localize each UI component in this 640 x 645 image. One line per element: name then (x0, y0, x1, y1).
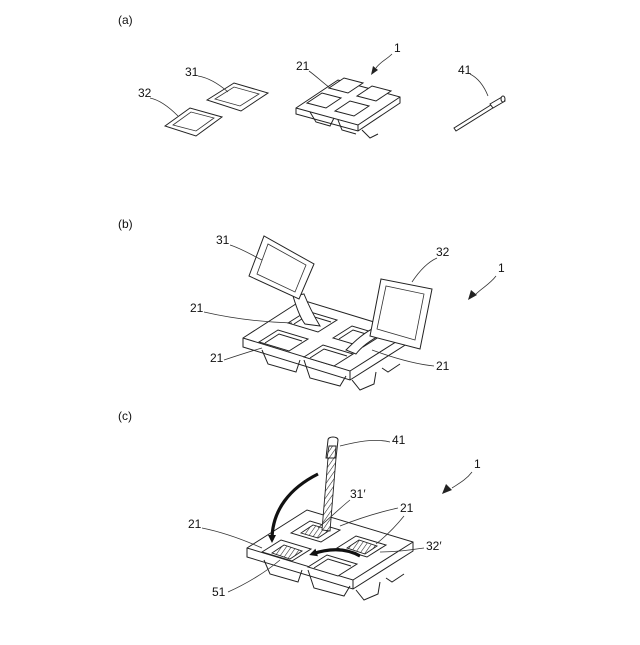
ref-21-b-right: 21 (436, 359, 450, 373)
leader-1-a (376, 54, 392, 68)
sheet-31 (207, 83, 268, 111)
stick-41-a (454, 96, 505, 131)
leader-21-a (309, 71, 330, 88)
leader-32-a (150, 98, 178, 116)
leader-41-c (340, 440, 390, 446)
stick-41-c (322, 437, 338, 531)
ref-41-a: 41 (458, 63, 472, 77)
ref-21-b-upper: 21 (190, 301, 204, 315)
ref-51-c: 51 (212, 585, 226, 599)
leader-31-b (230, 245, 262, 260)
panel-c-label: (c) (118, 409, 132, 423)
panel-b-label: (b) (118, 217, 133, 231)
ref-1-a: 1 (394, 41, 401, 55)
panel-a-label: (a) (118, 13, 133, 27)
ref-31prime-c: 31′ (350, 487, 366, 501)
ref-1-b: 1 (498, 261, 505, 275)
leader-1-b (476, 276, 496, 294)
ref-32prime-c: 32′ (426, 539, 442, 553)
arrow-1-c (442, 484, 452, 494)
ref-41-c: 41 (392, 433, 406, 447)
ref-32-b: 32 (436, 245, 450, 259)
panel-b: (b) 31 (118, 217, 505, 390)
ref-31-b: 31 (216, 233, 230, 247)
ref-31-a: 31 (185, 65, 199, 79)
ref-1-c: 1 (474, 457, 481, 471)
ref-32-a: 32 (138, 86, 152, 100)
leader-1-c (452, 472, 472, 488)
panel-c: (c) 41 (118, 409, 481, 600)
leader-32-b (412, 258, 437, 282)
leader-21-b-left (224, 348, 262, 360)
ref-21-b-left: 21 (210, 351, 224, 365)
leader-41-a (470, 74, 488, 96)
ref-21-a: 21 (296, 59, 310, 73)
arrow-1-b (468, 290, 477, 300)
ref-21-c-left: 21 (188, 517, 202, 531)
ref-21-c-cells: 21 (400, 501, 414, 515)
tray-a (296, 78, 400, 138)
panel-a: (a) 32 31 21 1 (118, 13, 505, 138)
